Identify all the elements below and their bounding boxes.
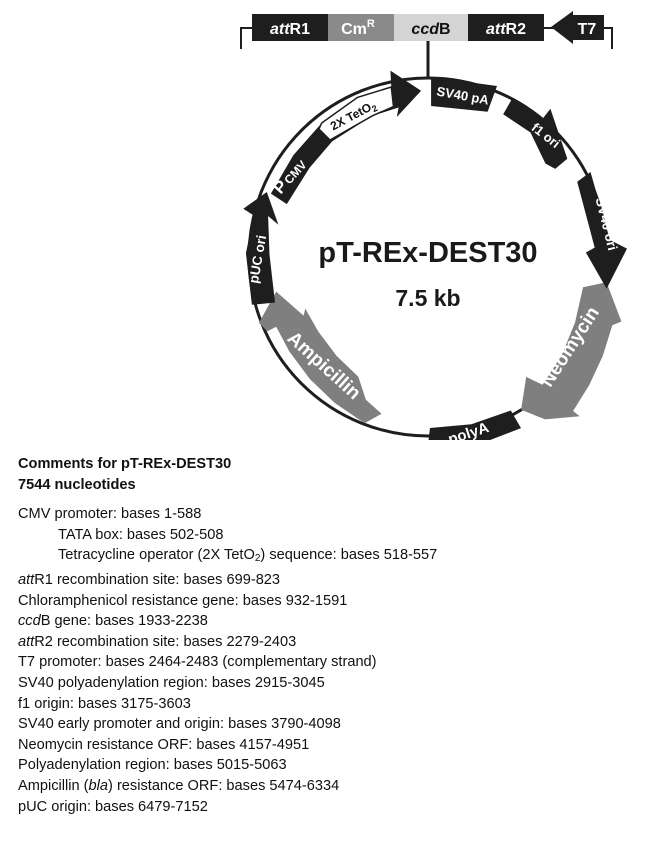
ampicillin-arrow: Ampicillin (259, 291, 382, 424)
note-tata: TATA box: bases 502-508 (58, 526, 224, 543)
svg-text:T7: T7 (578, 21, 597, 38)
note-sv40pa: SV40 polyadenylation region: bases 2915-… (18, 674, 325, 691)
attr1-box: attR1 (252, 14, 328, 41)
svg-text:attR1: attR1 (270, 21, 310, 38)
pcmv-teto2-arrow: 2X TetO2 PCMV (269, 70, 422, 205)
polya-box: polyA (428, 410, 521, 440)
note-ccdb: ccdB gene: bases 1933-2238 (18, 613, 208, 630)
svg-text:attR2: attR2 (486, 21, 526, 38)
note-polya: Polyadenylation region: bases 5015-5063 (18, 757, 287, 774)
note-cmv: CMV promoter: bases 1-588 (18, 506, 202, 523)
note-amp: Ampicillin (bla) resistance ORF: bases 5… (18, 777, 340, 794)
comments-section: Comments for pT-REx-DEST30 7544 nucleoti… (18, 454, 658, 817)
teto2-segment (318, 86, 395, 141)
sv40-pa-box: SV40 pA (431, 77, 497, 112)
svg-text:CmR: CmR (341, 18, 375, 38)
puc-ori-arrow: pUC ori (243, 192, 279, 305)
sv40-ori-arrow: SV40 ori (577, 172, 627, 289)
t7-promoter-arrow: T7 (551, 11, 604, 44)
plasmid-size: 7.5 kb (395, 285, 460, 311)
attr2-box: attR2 (468, 14, 544, 41)
note-attr2: attR2 recombination site: bases 2279-240… (18, 633, 297, 650)
note-f1: f1 origin: bases 3175-3603 (18, 695, 191, 712)
plasmid-name: pT-REx-DEST30 (318, 237, 537, 269)
ccdb-box: ccdB (394, 14, 468, 41)
plasmid-map: attR1 CmR ccdB attR2 T7 Neomycin Ampicil… (240, 11, 627, 440)
comments-length: 7544 nucleotides (18, 476, 136, 493)
neomycin-arrow: Neomycin (521, 282, 622, 420)
note-puc: pUC origin: bases 6479-7152 (18, 798, 208, 815)
note-neo: Neomycin resistance ORF: bases 4157-4951 (18, 736, 310, 753)
note-attr1: attR1 recombination site: bases 699-823 (18, 571, 281, 588)
note-cat: Chloramphenicol resistance gene: bases 9… (18, 592, 348, 609)
comments-title: Comments for pT-REx-DEST30 (18, 456, 232, 472)
f1-ori-arrow: f1 ori (503, 98, 568, 169)
note-teto: Tetracycline operator (2X TetO2) sequenc… (58, 547, 438, 565)
note-t7: T7 promoter: bases 2464-2483 (complement… (18, 654, 377, 671)
cmr-box: CmR (328, 14, 394, 41)
svg-text:ccdB: ccdB (411, 21, 450, 38)
svg-text:polyA: polyA (446, 419, 491, 440)
note-sv40: SV40 early promoter and origin: bases 37… (18, 716, 341, 733)
